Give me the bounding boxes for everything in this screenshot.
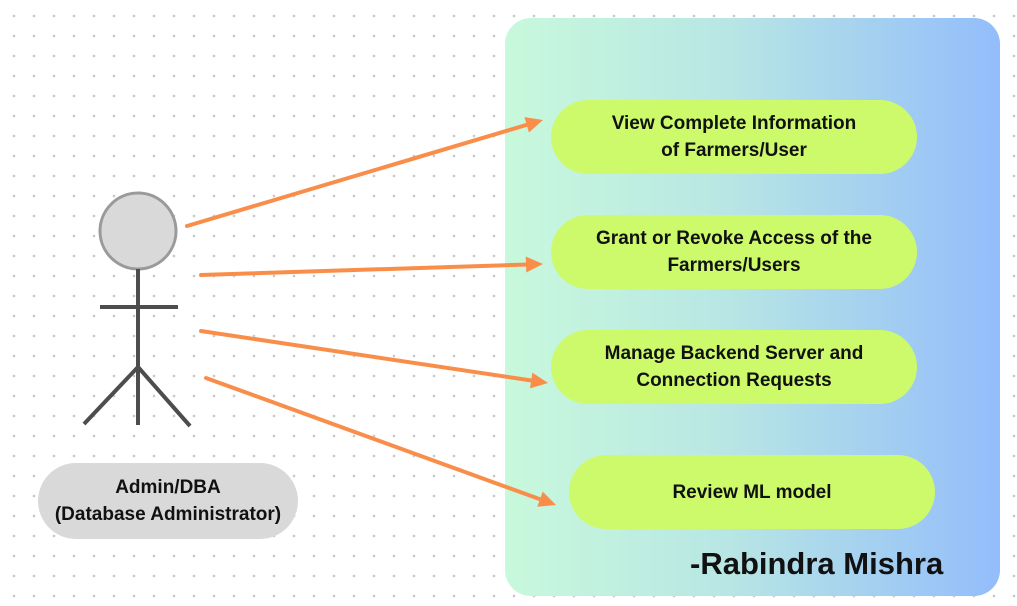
arrow-to-grant-revoke [199,256,543,277]
arrow-shaft [199,262,531,277]
arrow-shaft [185,122,531,228]
actor-left-leg [82,365,140,426]
association-arrows [185,117,556,507]
author-signature: -Rabindra Mishra [690,546,944,581]
actor-head [98,191,178,271]
use-case-manage-backend: Manage Backend Server and Connection Req… [551,330,917,404]
arrow-shaft [199,329,536,383]
actor-right-leg [136,365,192,428]
actor-figure [82,191,192,428]
actor-label: Admin/DBA (Database Administrator) [38,463,298,539]
use-case-review-ml-model: Review ML model [569,455,935,529]
use-case-view-information: View Complete Information of Farmers/Use… [551,100,917,174]
use-case-grant-revoke-access: Grant or Revoke Access of the Farmers/Us… [551,215,917,289]
arrow-to-view-information [185,117,543,228]
arrow-to-manage-backend [199,329,548,389]
